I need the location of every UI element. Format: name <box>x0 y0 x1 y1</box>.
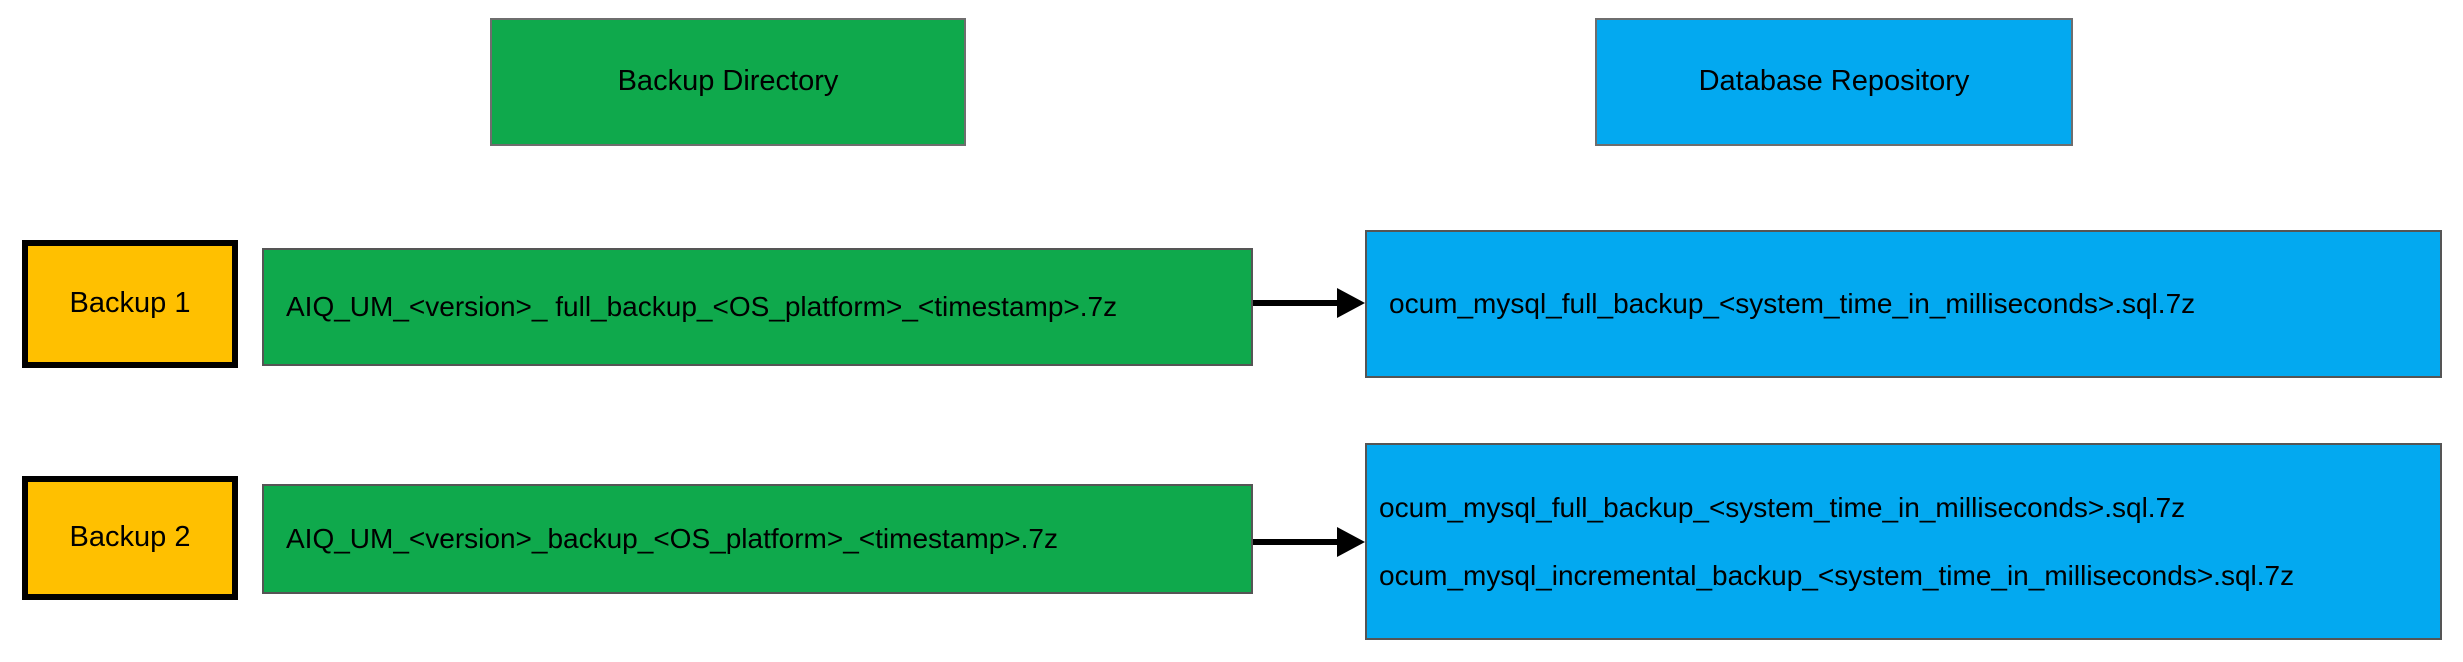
column-header-database-repository: Database Repository <box>1595 18 2073 146</box>
column-header-backup-directory-label: Backup Directory <box>617 65 839 98</box>
badge-backup-2: Backup 2 <box>22 476 238 600</box>
target-file-backup-2-label-1: ocum_mysql_full_backup_<system_time_in_m… <box>1379 491 2186 523</box>
source-file-box-backup-1: AIQ_UM_<version>_ full_backup_<OS_platfo… <box>262 248 1253 366</box>
target-file-backup-1-label-1: ocum_mysql_full_backup_<system_time_in_m… <box>1389 288 2196 320</box>
badge-backup-1: Backup 1 <box>22 240 238 368</box>
column-header-database-repository-label: Database Repository <box>1698 65 1970 98</box>
target-file-box-backup-1: ocum_mysql_full_backup_<system_time_in_m… <box>1365 230 2442 378</box>
badge-backup-2-label: Backup 2 <box>69 521 191 554</box>
column-header-backup-directory: Backup Directory <box>490 18 966 146</box>
source-file-box-backup-2: AIQ_UM_<version>_backup_<OS_platform>_<t… <box>262 484 1253 594</box>
badge-backup-1-label: Backup 1 <box>69 287 191 320</box>
source-file-backup-2-label: AIQ_UM_<version>_backup_<OS_platform>_<t… <box>286 523 1058 555</box>
source-file-backup-1-label: AIQ_UM_<version>_ full_backup_<OS_platfo… <box>286 291 1118 323</box>
target-file-backup-2-label-2: ocum_mysql_incremental_backup_<system_ti… <box>1379 559 2295 591</box>
target-file-box-backup-2: ocum_mysql_full_backup_<system_time_in_m… <box>1365 443 2442 640</box>
